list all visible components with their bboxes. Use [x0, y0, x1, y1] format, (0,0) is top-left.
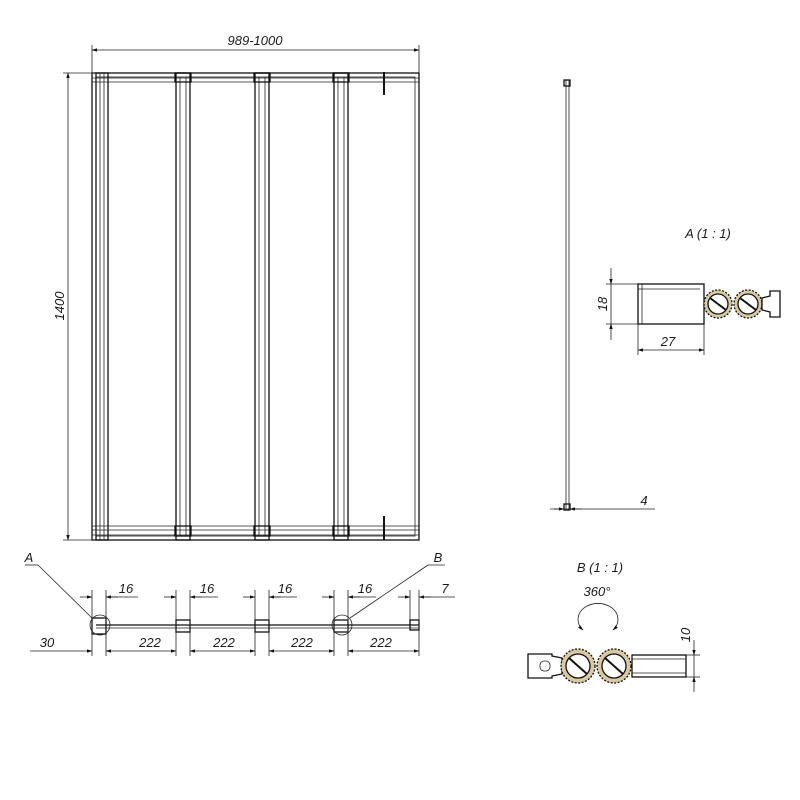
rotation-arrow-icon [577, 603, 619, 631]
detail-b-hinge-knob [560, 648, 596, 684]
width-dimension-label: 989-1000 [228, 33, 284, 48]
detail-a-height-label: 18 [595, 296, 610, 311]
panel-width-label: 222 [212, 635, 235, 650]
detail-a-hinge-knob [733, 289, 763, 319]
plan-view: A B 16 16 16 16 [24, 550, 455, 656]
detail-b-title: B (1 : 1) [577, 560, 623, 575]
hinge-profile [253, 72, 271, 541]
panel-width-label: 222 [369, 635, 392, 650]
profile-width-label: 16 [278, 581, 293, 596]
detail-b-callout-circle [331, 614, 353, 636]
hinge-profile [174, 72, 192, 541]
wall-profile [95, 72, 109, 541]
detail-a-callout-circle [89, 614, 111, 636]
panel-width-label: 222 [138, 635, 161, 650]
detail-a-wall-profile [637, 283, 705, 325]
height-dimension-label: 1400 [52, 291, 67, 321]
detail-b-right-clamp [631, 654, 687, 678]
detail-b-height-label: 10 [678, 627, 693, 642]
detail-b: B (1 : 1) 360° 10 [527, 560, 700, 692]
profile-width-label: 16 [358, 581, 373, 596]
detail-a-hinge-knob [703, 289, 733, 319]
detail-a-width-label: 27 [660, 334, 676, 349]
detail-b-hinge-knob [596, 648, 632, 684]
side-view: 4 [550, 79, 655, 511]
detail-b-left-clamp [527, 653, 563, 679]
front-view: 989-1000 1400 [52, 33, 420, 541]
profile-width-label: 16 [119, 581, 134, 596]
detail-a-marker: A [24, 550, 34, 565]
hinge-profile [332, 72, 350, 541]
profile-width-label: 16 [200, 581, 215, 596]
thickness-label: 4 [640, 493, 647, 508]
panel-width-label: 222 [290, 635, 313, 650]
detail-a-title: A (1 : 1) [684, 226, 731, 241]
end-gap-label: 7 [441, 581, 449, 596]
detail-a-clamp [761, 290, 781, 318]
detail-b-marker: B [434, 550, 443, 565]
offset-label: 30 [40, 635, 55, 650]
detail-b-rotation-label: 360° [584, 584, 611, 599]
detail-a: A (1 : 1) 18 27 [595, 226, 781, 355]
